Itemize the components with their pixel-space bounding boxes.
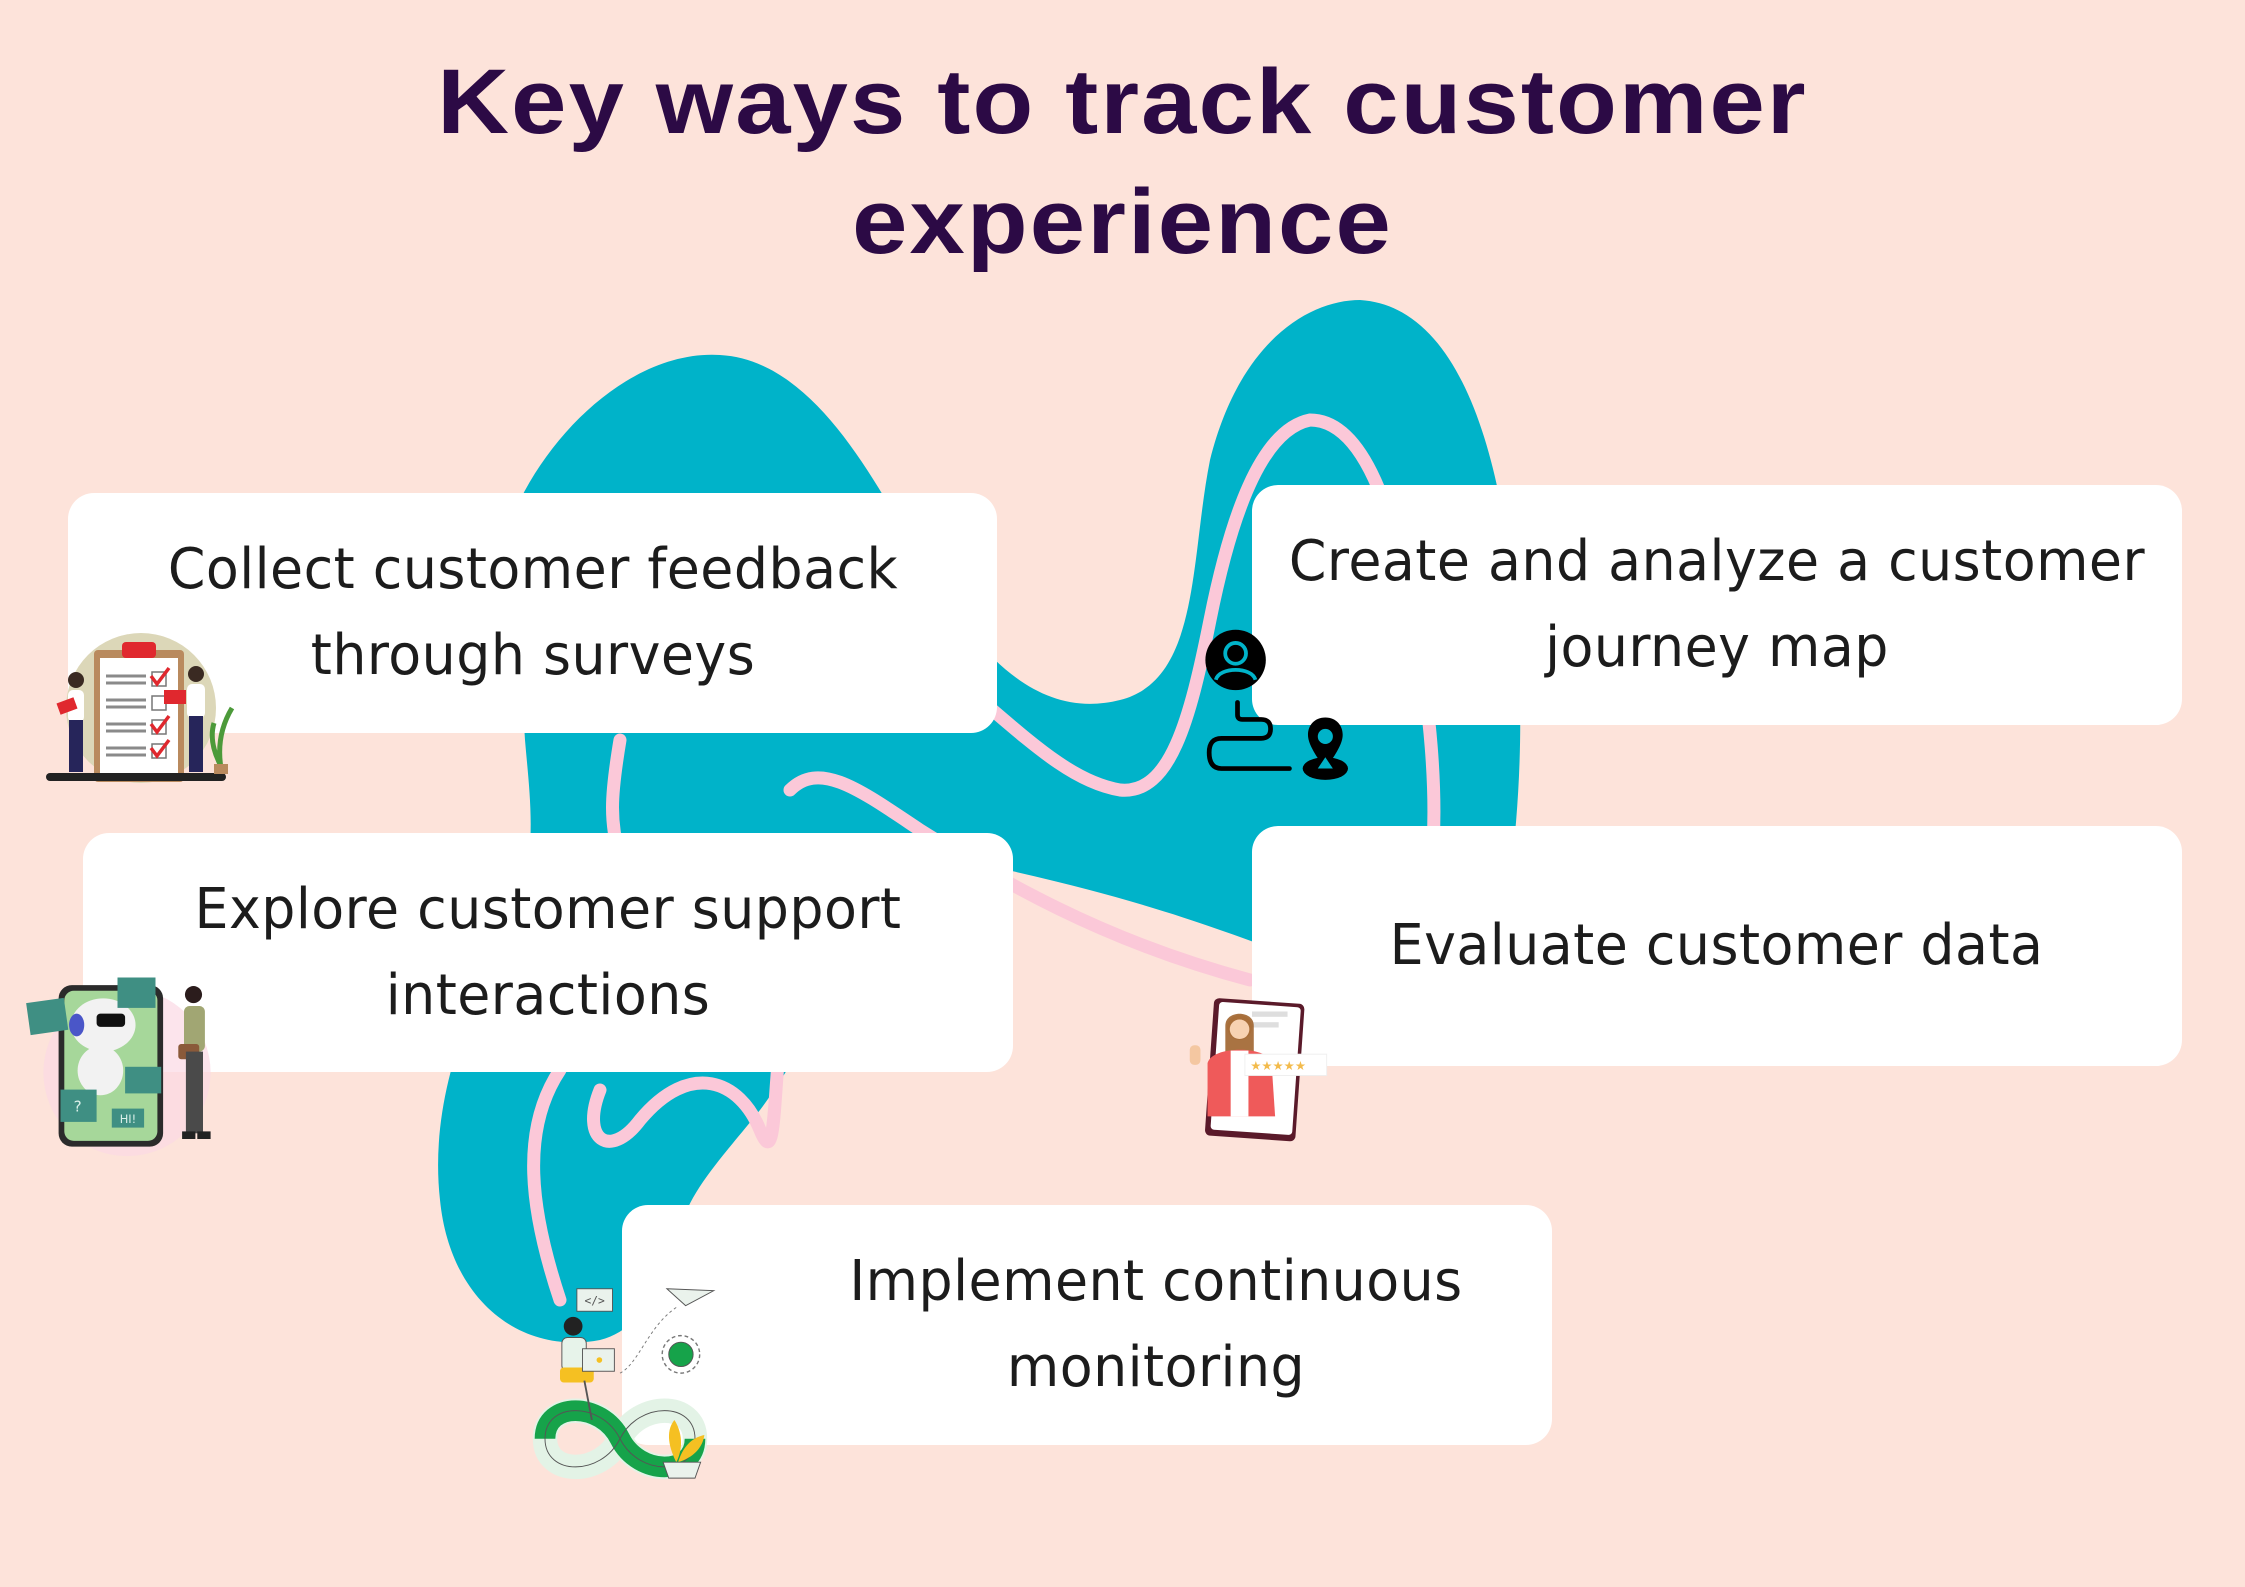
- step-card-surveys: Collect customer feedback through survey…: [68, 493, 997, 733]
- step-card-monitoring: Implement continuous monitoring: [622, 1205, 1552, 1445]
- chatbot-bubble-text: HI!: [120, 1112, 137, 1126]
- svg-text:</>: </>: [585, 1295, 606, 1308]
- step-label: Collect customer feedback through survey…: [167, 537, 898, 688]
- rating-stars: ★★★★★: [1250, 1058, 1306, 1073]
- title-line-1: Key ways to track customer: [437, 51, 1808, 153]
- chatbot-support-illustration: ? HI!: [26, 977, 211, 1157]
- step-label: Evaluate customer data: [1390, 913, 2044, 978]
- rating-review-illustration: ★★★★★: [1189, 998, 1328, 1142]
- infinity-loop-illustration: </>: [532, 1288, 716, 1480]
- journey-map-icon: [1205, 629, 1348, 780]
- step-label: Create and analyze a customer journey ma…: [1288, 529, 2146, 680]
- title-line-2: experience: [852, 171, 1393, 273]
- step-card-support: Explore customer support interactions: [83, 833, 1013, 1072]
- step-card-journey-map: Create and analyze a customer journey ma…: [1252, 485, 2182, 725]
- step-label: Explore customer support interactions: [194, 876, 902, 1028]
- survey-checklist-illustration: [46, 633, 235, 783]
- step-label: Implement continuous monitoring: [849, 1249, 1463, 1400]
- page-title: Key ways to track customer experience: [0, 42, 2245, 282]
- step-card-evaluate-data: Evaluate customer data: [1252, 826, 2182, 1066]
- svg-text:?: ?: [74, 1097, 82, 1115]
